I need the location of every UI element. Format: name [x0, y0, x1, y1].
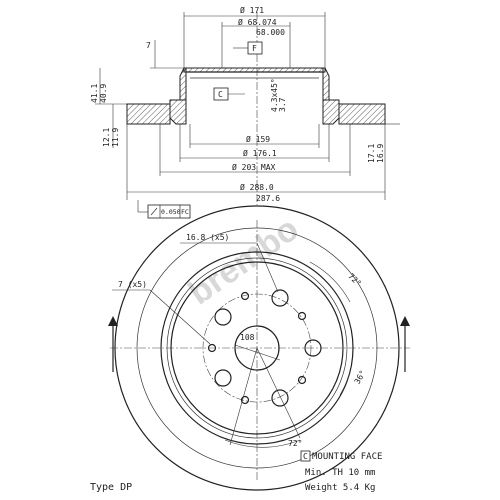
- dim-dia-203: Ø 203 MAX: [232, 162, 276, 172]
- bolt-hole: [214, 308, 232, 326]
- dim-16-9: 16.9: [376, 144, 385, 163]
- bolt-hole: [214, 369, 232, 387]
- dim-chamfer: 4.3x45°: [270, 78, 279, 112]
- tol-ref: FC: [181, 208, 189, 216]
- label-holes-small: 7 (x5): [118, 280, 147, 289]
- friction-ring-right: [338, 103, 386, 125]
- dim-dia-68-000: 68.000: [256, 28, 285, 37]
- datum-f-label: F: [252, 44, 257, 53]
- angle-72-top: 72°: [346, 272, 363, 289]
- tol-value: 0.050: [161, 208, 181, 216]
- dim-dia-176-1: Ø 176.1: [243, 148, 277, 158]
- label-pcd: 108: [240, 333, 255, 342]
- hat-wall-left: [179, 67, 187, 101]
- dim-12-1: 12.1: [102, 128, 111, 147]
- small-hole: [297, 311, 307, 321]
- dim-dia-171: Ø 171: [240, 5, 264, 15]
- bolt-hole: [271, 389, 289, 407]
- dim-dia-288: Ø 288.0: [240, 182, 274, 192]
- face-view: 16.8 (x5) 7 (x5) 108 72° 36° 72°: [108, 205, 410, 491]
- legend-mounting-code: C: [303, 452, 308, 461]
- dim-dia-68-074: Ø 68.074: [238, 17, 277, 27]
- small-hole: [207, 343, 217, 353]
- legend-weight: Weight 5.4 Kg: [305, 483, 375, 493]
- disc-outer-edge: [114, 205, 400, 491]
- friction-ring-left: [126, 103, 171, 125]
- small-hole: [240, 291, 250, 301]
- small-hole: [297, 375, 307, 385]
- datum-c-label: C: [218, 90, 223, 99]
- dim-11-9: 11.9: [111, 128, 120, 147]
- angle-36: 36°: [353, 369, 368, 386]
- spec-legend: C MOUNTING FACE Min. TH 10 mm Weight 5.4…: [300, 450, 382, 493]
- section-profile: Ø 171 Ø 68.074 68.000 F 7 41.1 40.9 C 4.…: [90, 5, 400, 219]
- dim-41-1: 41.1: [90, 84, 99, 103]
- brand-watermark: brembo: [182, 210, 306, 313]
- bolt-hole: [304, 339, 322, 357]
- hat-wall-right: [322, 67, 330, 101]
- legend-min-th: Min. TH 10 mm: [305, 468, 375, 478]
- dim-7: 7: [146, 41, 151, 50]
- label-holes-large: 16.8 (x5): [186, 233, 229, 242]
- center-bore: [234, 325, 280, 371]
- dim-3-7: 3.7: [278, 97, 287, 112]
- dim-dia-287-6: 287.6: [256, 194, 280, 203]
- dim-dia-159: Ø 159: [246, 134, 270, 144]
- type-label: Type DP: [90, 482, 132, 493]
- bolt-hole: [271, 289, 289, 307]
- small-hole: [240, 395, 250, 405]
- dim-17-1: 17.1: [367, 144, 376, 163]
- legend-mounting-label: MOUNTING FACE: [312, 452, 382, 462]
- angle-72-bottom: 72°: [288, 439, 302, 448]
- dim-40-9: 40.9: [99, 84, 108, 103]
